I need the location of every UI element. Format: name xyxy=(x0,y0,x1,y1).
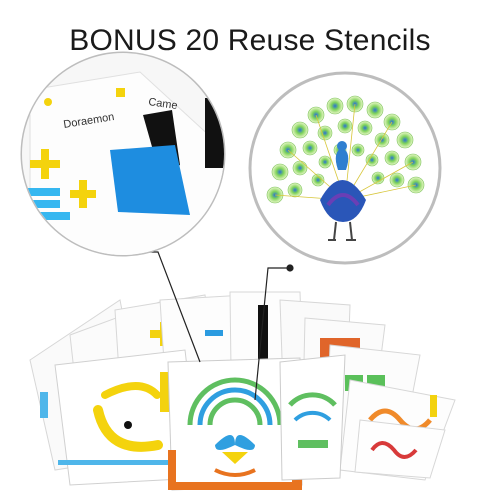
stencil-label-came: Came xyxy=(148,96,179,112)
stencil-cards-stack xyxy=(29,291,456,491)
stencil-card-peacock xyxy=(167,357,303,491)
zoom-circle-right xyxy=(248,71,442,265)
stencil-card-peacock-fan xyxy=(279,354,346,481)
peacock-body xyxy=(320,141,366,241)
zoom-circle-left: Doraemon Came xyxy=(20,51,226,257)
headline: BONUS 20 Reuse Stencils xyxy=(69,24,431,57)
stencil-card xyxy=(354,419,446,479)
